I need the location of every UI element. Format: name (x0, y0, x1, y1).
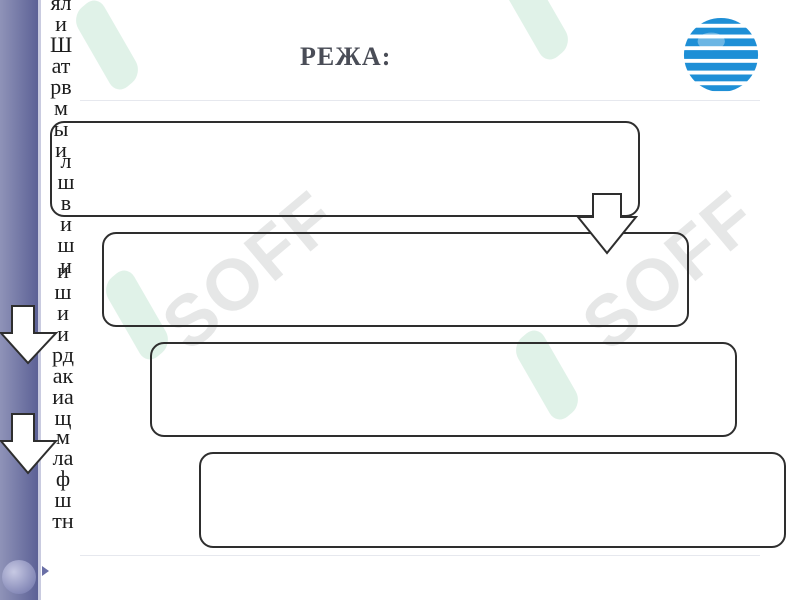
down-arrow-icon (0, 305, 58, 365)
slide-title: РЕЖА: (300, 42, 392, 71)
header-divider (80, 100, 760, 101)
vertical-text-col-3: ишиирдакиащ (52, 258, 74, 430)
step-box-3 (150, 342, 737, 437)
globe-logo-icon (683, 17, 759, 93)
left-sidebar (0, 0, 38, 600)
watermark-mark (501, 0, 573, 66)
step-box-4 (199, 452, 786, 548)
down-arrow-icon (576, 193, 638, 255)
vertical-text-col-2: лшвиши (57, 148, 75, 278)
sidebar-stripe (38, 0, 41, 600)
step-box-2 (102, 232, 689, 327)
vertical-text-col-1: ялиШатрвмыи (50, 0, 73, 162)
nav-orb-icon[interactable] (2, 560, 36, 594)
step-box-1 (50, 121, 640, 217)
watermark-mark (71, 0, 143, 96)
play-arrow-icon[interactable] (42, 566, 49, 576)
vertical-text-col-4: млафштн (52, 424, 74, 533)
down-arrow-icon (0, 413, 58, 475)
footer-divider (80, 555, 760, 556)
